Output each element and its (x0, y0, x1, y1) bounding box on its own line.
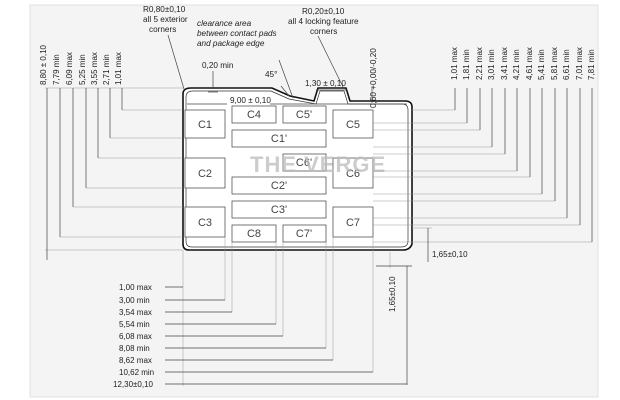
pad-label: C5' (296, 109, 312, 121)
watermark: THE VERGE (250, 152, 386, 177)
pad-c8 (231, 224, 277, 243)
locking-radius-note-line2: all 4 locking feature (288, 17, 359, 26)
pad-label: C3' (271, 204, 287, 216)
bottom-dim-label: 8,62 max (119, 356, 152, 365)
pad-c1 (184, 109, 226, 139)
right-dim-label: 4,21 min (512, 49, 521, 80)
corner-radius-leader (167, 34, 185, 90)
left-dim-label: 7,79 min (52, 54, 61, 85)
bottom-dim-label: 12,30±0,10 (113, 380, 154, 389)
angle-label: 45° (265, 70, 277, 79)
corner-radius-note-line3: corners (149, 25, 176, 34)
pad-label: C6 (346, 168, 360, 180)
contact-pads (184, 105, 374, 243)
left-dim-label: 3,55 max (90, 52, 99, 85)
left-dim-label: 8,80 ± 0,10 (39, 44, 48, 85)
pad-c2 (184, 157, 226, 189)
left-dimensions: 8,80 ± 0,10 7,79 min 6,09 max 5,25 min 3… (39, 44, 183, 260)
pad-label: C7 (346, 217, 360, 229)
pad-c6 (332, 157, 374, 189)
top-notes: R0,80±0,10 all 5 exterior corners cleara… (143, 5, 407, 108)
pad-c3-prime (231, 200, 327, 219)
right-dimensions: 1,01 max 1,81 min 2,21 max 3,01 min 3,41… (373, 47, 596, 243)
pad-label: C5 (346, 119, 360, 131)
bottom-dimensions: 1,00 max 3,00 min 3,54 max 5,54 min 6,08… (113, 237, 407, 389)
angle-leader (278, 59, 294, 99)
pad-labels: C1 C4 C5' C5 C1' C2 C6' C6 C2' C3 C3' C7… (198, 109, 360, 240)
right-dim-label: 5,81 max (550, 47, 559, 80)
pad-label: C2 (198, 168, 212, 180)
clearance-min-label: 0,20 min (202, 61, 234, 70)
right-dim-label: 4,61 max (525, 47, 534, 80)
bottom-dim-label: 5,54 min (119, 320, 150, 329)
pad-c7 (332, 206, 374, 238)
notch-depth-label: 0,60 +0,00/-0,20 (369, 48, 378, 108)
bottom-dim-label: 10,62 min (119, 368, 154, 377)
bottom-dim-label: 8,08 min (119, 344, 150, 353)
card-inner-outline (185, 90, 409, 248)
notch-width-label: 1,30 ± 0,10 (305, 79, 346, 88)
clearance-note: clearance area (197, 19, 252, 28)
pad-label: C1 (198, 119, 212, 131)
pad-c4 (231, 105, 277, 124)
bottom-dim-label: 3,00 min (119, 296, 150, 305)
bottom-dim-label: 6,08 max (119, 332, 152, 341)
locking-radius-note-line3: corners (310, 27, 337, 36)
bottom-dim-label: 1,00 max (119, 283, 152, 292)
pad-label: C4 (247, 109, 261, 121)
pad-label: C1' (271, 133, 287, 145)
right-dim-label: 2,21 max (475, 47, 484, 80)
right-dim-label: 3,41 max (500, 47, 509, 80)
right-dim-label: 5,41 min (537, 49, 546, 80)
pad-label: C6' (296, 157, 312, 169)
right-dim-label: 1,01 max (450, 47, 459, 80)
locking-radius-leader (317, 35, 345, 90)
corner-radius-note-line2: all 5 exterior (143, 15, 188, 24)
right-dim-label: 7,81 min (587, 49, 596, 80)
left-dim-label: 5,25 min (78, 54, 87, 85)
pad-c5-prime (282, 105, 327, 124)
corner-radius-note: R0,80±0,10 (143, 5, 186, 14)
clearance-note-line2: between contact pads (197, 29, 277, 38)
right-dim-label: 3,01 min (487, 49, 496, 80)
pad-c5 (332, 109, 374, 139)
pad-c3 (184, 206, 226, 238)
pad-c1-prime (231, 129, 327, 148)
pad-label: C3 (198, 217, 212, 229)
bottom-notch-label: 1,65±0,10 (432, 250, 468, 259)
right-dim-label: 7,01 max (575, 47, 584, 80)
left-dim-label: 6,09 max (65, 52, 74, 85)
pad-label: C8 (247, 228, 261, 240)
right-dim-label: 1,81 min (462, 49, 471, 80)
pad-c7-prime (282, 224, 327, 243)
left-dim-label: 1,01 max (114, 52, 123, 85)
bottom-notch-v-label: 1,65±0,10 (388, 276, 397, 312)
pad-label: C7' (296, 228, 312, 240)
bottom-notch-dimensions: 1,65±0,10 1,65±0,10 (376, 227, 468, 385)
clearance-note-line3: and package edge (197, 39, 265, 48)
pad-c2-prime (231, 176, 327, 195)
bottom-dim-label: 3,54 max (119, 308, 152, 317)
left-dim-label: 2,71 min (102, 54, 111, 85)
inner-width-label: 9,00 ± 0,10 (230, 96, 271, 105)
pad-c6-prime (282, 153, 327, 172)
pad-label: C2' (271, 180, 287, 192)
locking-radius-note: R0,20±0,10 (302, 7, 345, 16)
right-dim-label: 6,61 min (562, 49, 571, 80)
